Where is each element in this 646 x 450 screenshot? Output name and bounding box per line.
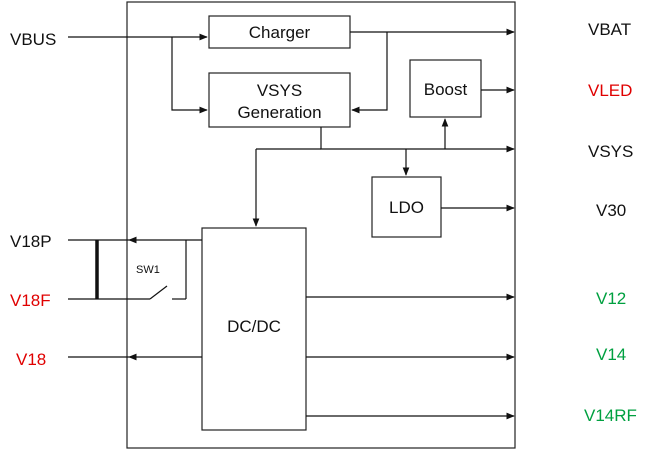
v14rf-label: V14RF [584, 406, 637, 425]
vsys-generation-label-line1: VSYS [257, 81, 302, 100]
boost-label: Boost [424, 80, 468, 99]
v14-label: V14 [596, 345, 626, 364]
charger-label: Charger [249, 23, 311, 42]
dcdc-label: DC/DC [227, 317, 281, 336]
vsys-generation-block [208, 72, 351, 128]
v30-label: V30 [596, 201, 626, 220]
v12-label: V12 [596, 289, 626, 308]
sw1-switch [68, 285, 186, 300]
ldo-label: LDO [389, 198, 424, 217]
vled-label: VLED [588, 81, 632, 100]
sw1-label: SW1 [136, 264, 160, 276]
boost-block [409, 59, 482, 118]
dcdc-block [201, 227, 307, 431]
vbat-label: VBAT [588, 20, 631, 39]
vbus-path [68, 33, 208, 114]
vsys-label: VSYS [588, 142, 633, 161]
vbus-label: VBUS [10, 30, 56, 49]
v18-label: V18 [16, 350, 46, 369]
ldo-block [371, 176, 442, 238]
v18p-path [68, 236, 202, 299]
v18p-label: V18P [10, 232, 52, 251]
charger-block [208, 15, 351, 49]
v18f-label: V18F [10, 291, 51, 310]
vbat-path [350, 28, 515, 114]
chip-boundary [126, 1, 516, 449]
vsys-bus [252, 118, 515, 227]
vsys-generation-label-line2: Generation [237, 103, 321, 122]
